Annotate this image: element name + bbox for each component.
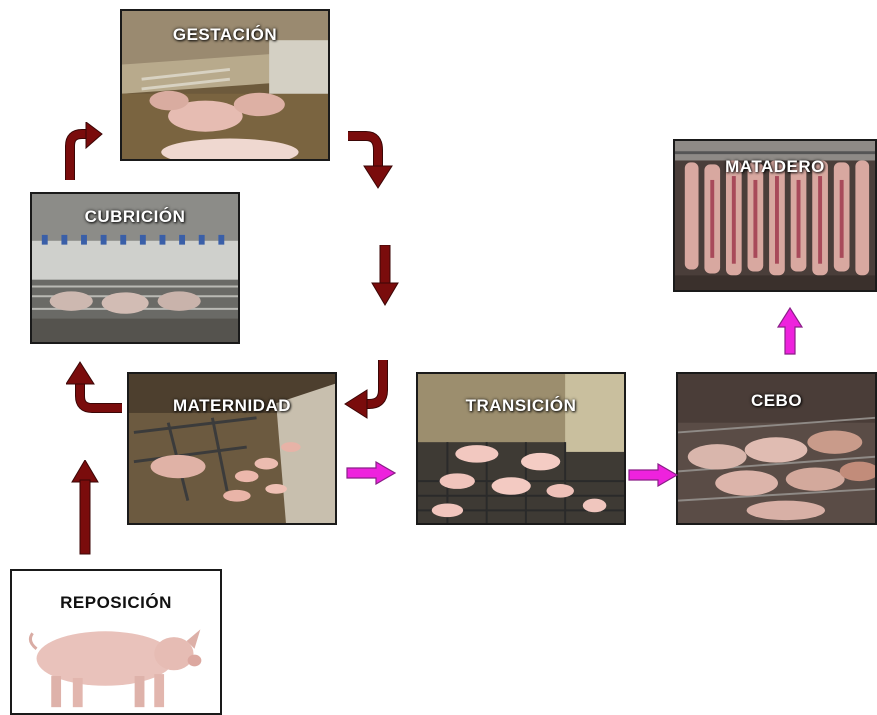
cebo-label: CEBO	[750, 391, 803, 410]
arrow-to-maternidad-curve	[344, 360, 388, 419]
stage-cubricion: CUBRICIÓN	[30, 192, 240, 344]
cebo-photo	[678, 374, 875, 523]
stage-transicion: TRANSICIÓN	[416, 372, 626, 525]
maternidad-photo	[129, 374, 335, 523]
gestacion-label: GESTACIÓN	[172, 25, 278, 44]
stage-cebo: CEBO	[676, 372, 877, 525]
gestacion-photo	[122, 11, 328, 159]
stage-matadero: MATADERO	[673, 139, 877, 292]
matadero-photo	[675, 141, 875, 290]
reposicion-pig-image	[12, 571, 220, 713]
matadero-label: MATADERO	[725, 157, 825, 176]
arrow-gestacion-down-straight	[371, 245, 399, 306]
arrow-gestacion-down-curve	[348, 131, 393, 189]
transicion-label: TRANSICIÓN	[465, 396, 577, 415]
arrow-cubricion-to-gestacion	[65, 122, 103, 180]
arrow-cebo-to-matadero	[777, 307, 803, 355]
transicion-photo	[418, 374, 624, 523]
arrow-maternidad-to-cubricion	[66, 361, 122, 413]
reposicion-label: REPOSICIÓN	[60, 593, 172, 612]
maternidad-label: MATERNIDAD	[172, 396, 291, 415]
stage-maternidad: MATERNIDAD	[127, 372, 337, 525]
cubricion-photo	[32, 194, 238, 342]
arrow-maternidad-to-transicion	[346, 461, 396, 485]
arrow-reposicion-up	[71, 460, 99, 555]
stage-gestacion: GESTACIÓN	[120, 9, 330, 161]
cubricion-label: CUBRICIÓN	[84, 207, 186, 226]
arrow-transicion-to-cebo	[628, 463, 678, 487]
stage-reposicion: REPOSICIÓN	[10, 569, 222, 715]
